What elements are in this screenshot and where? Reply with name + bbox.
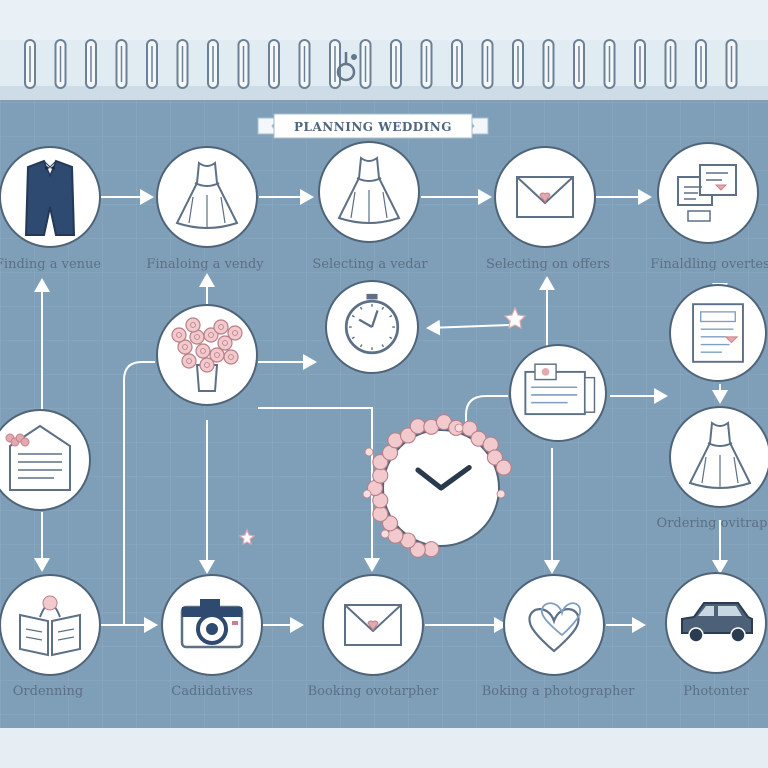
binder-rings (24, 39, 738, 89)
heart-icon (528, 602, 581, 653)
flow-node: Cadiidatives (161, 574, 263, 699)
node-label: Selecting on offers (486, 257, 610, 272)
flow-node (325, 280, 419, 374)
node-label: Ordenning (13, 684, 83, 699)
dress-icon (337, 156, 401, 224)
flow-node: Ordenning (0, 574, 101, 699)
car-icon (681, 602, 753, 643)
checklist-icon (692, 303, 744, 363)
binder-logo-icon (336, 52, 357, 82)
clock-icon (344, 293, 400, 355)
dress-icon (688, 421, 752, 489)
flow-connectors (34, 189, 728, 633)
flow-node: Finaldling overtes (650, 142, 768, 272)
diagram-title: PLANNING WEDDING (294, 120, 452, 134)
invitation-icon (5, 424, 71, 491)
envelope-icon (516, 176, 574, 218)
flow-node: Selecting on offers (486, 146, 610, 272)
flow-node: Ordering ovitrap (657, 406, 768, 531)
book-icon (19, 595, 81, 657)
flow-node (509, 344, 607, 442)
flow-node: Booking ovotarpher (308, 574, 440, 699)
flow-node: Boking a photographer (482, 574, 635, 699)
tuxedo-icon (24, 159, 76, 236)
flow-node: Photonter (665, 572, 767, 699)
flow-node: Selecting a vedar (312, 141, 428, 272)
flow-node (156, 304, 258, 406)
envelope-icon (344, 604, 402, 646)
floral-clock-icon (415, 464, 472, 491)
card-icon (524, 363, 596, 416)
document-icon (677, 164, 737, 222)
node-label: Booking ovotarpher (308, 684, 440, 699)
camera-icon (180, 599, 244, 649)
flow-node (362, 414, 512, 558)
node-label: Ordering ovitrap (657, 516, 768, 531)
node-label: Selecting a vedar (312, 257, 428, 272)
node-label: Boking a photographer (482, 684, 635, 699)
sparkle-icon (238, 306, 527, 546)
flow-node (669, 284, 767, 382)
title-banner: PLANNING WEDDING (257, 113, 489, 139)
bouquet-icon (171, 317, 243, 392)
flow-node (0, 409, 91, 511)
node-label: Cadiidatives (171, 684, 253, 699)
node-label: Finaloing a vendy (146, 257, 264, 272)
flow-node: Finding a venue (0, 146, 101, 272)
dress-icon (175, 161, 239, 229)
node-label: Finaldling overtes (650, 257, 768, 272)
node-circle (0, 574, 101, 676)
flow-node: Finaloing a vendy (146, 146, 264, 272)
node-label: Photonter (683, 684, 749, 699)
node-label: Finding a venue (0, 257, 101, 272)
